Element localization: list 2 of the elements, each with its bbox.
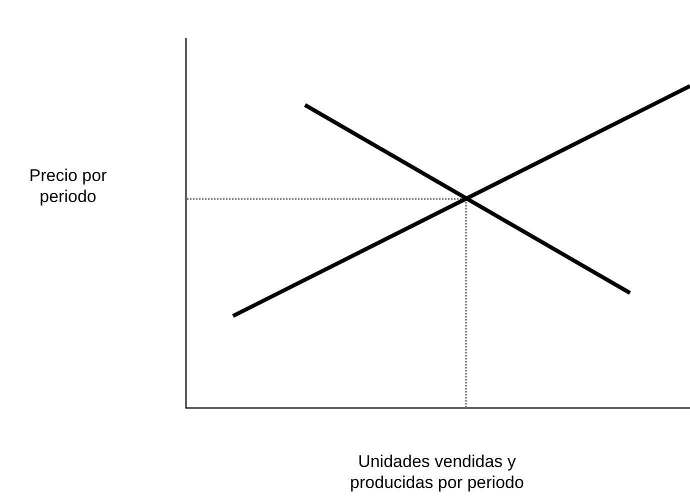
axis-label: Unidades vendidas y producidas por periodo: [349, 451, 525, 493]
axis-label: Precio por periodo: [28, 165, 108, 207]
